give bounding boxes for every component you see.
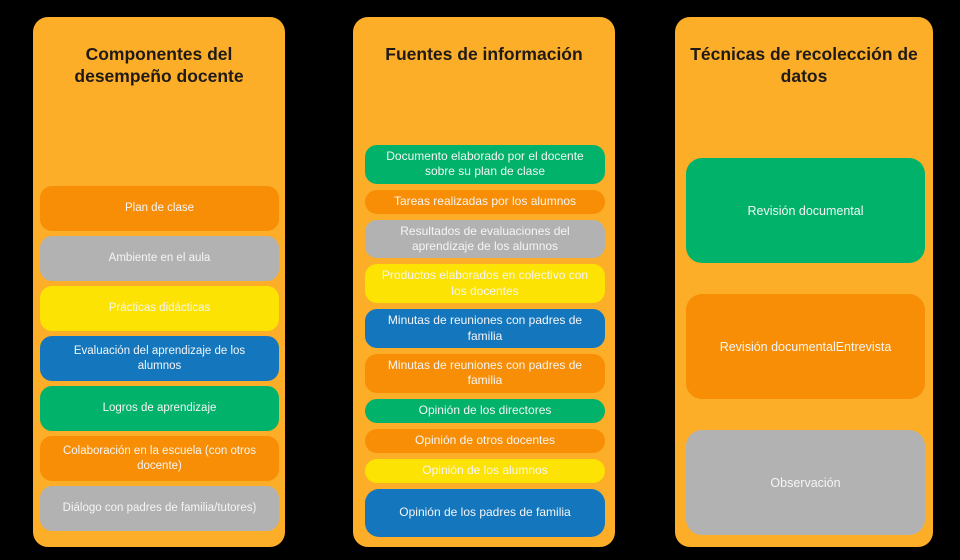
- column-title: Técnicas de recolección de datos: [690, 44, 918, 86]
- column-tecnicas-recoleccion: Técnicas de recolección de datos Revisió…: [675, 17, 933, 547]
- diagram-item: Revisión documental: [686, 158, 925, 263]
- diagram-item: Minutas de reuniones con padres de famil…: [365, 309, 605, 348]
- item-list: Documento elaborado por el docente sobre…: [365, 145, 605, 537]
- column-title: Fuentes de información: [385, 44, 583, 64]
- diagram-item: Minutas de reuniones con padres de famil…: [365, 353, 605, 393]
- diagram-item: Logros de aprendizaje: [40, 386, 279, 431]
- diagram-item: Diálogo con padres de familia/tutores): [40, 486, 279, 531]
- diagram-item: Productos elaborados en colectivo con lo…: [365, 264, 605, 304]
- diagram-item: Opinión de otros docentes: [365, 428, 605, 453]
- column-componentes-desempeno: Componentes del desempeño docente Plan d…: [33, 17, 285, 547]
- column-fuentes-informacion: Fuentes de información Documento elabora…: [353, 17, 615, 547]
- diagram-item: Plan de clase: [40, 186, 279, 231]
- diagram-item: Revisión documentalEntrevista: [686, 294, 925, 399]
- column-title: Componentes del desempeño docente: [74, 44, 244, 86]
- diagram-item: Observación: [686, 430, 925, 535]
- diagram-item: Colaboración en la escuela (con otros do…: [40, 436, 279, 481]
- diagram-item: Opinión de los directores: [365, 398, 605, 423]
- diagram-item: Opinión de los padres de familia: [365, 488, 605, 537]
- diagram-item: Ambiente en el aula: [40, 236, 279, 281]
- diagram-item: Tareas realizadas por los alumnos: [365, 189, 605, 214]
- diagram-item: Opinión de los alumnos: [365, 458, 605, 483]
- diagram-item: Documento elaborado por el docente sobre…: [365, 145, 605, 184]
- diagram-item: Evaluación del aprendizaje de los alumno…: [40, 336, 279, 381]
- diagram-item: Prácticas didácticas: [40, 286, 279, 331]
- diagram-item: Resultados de evaluaciones del aprendiza…: [365, 219, 605, 259]
